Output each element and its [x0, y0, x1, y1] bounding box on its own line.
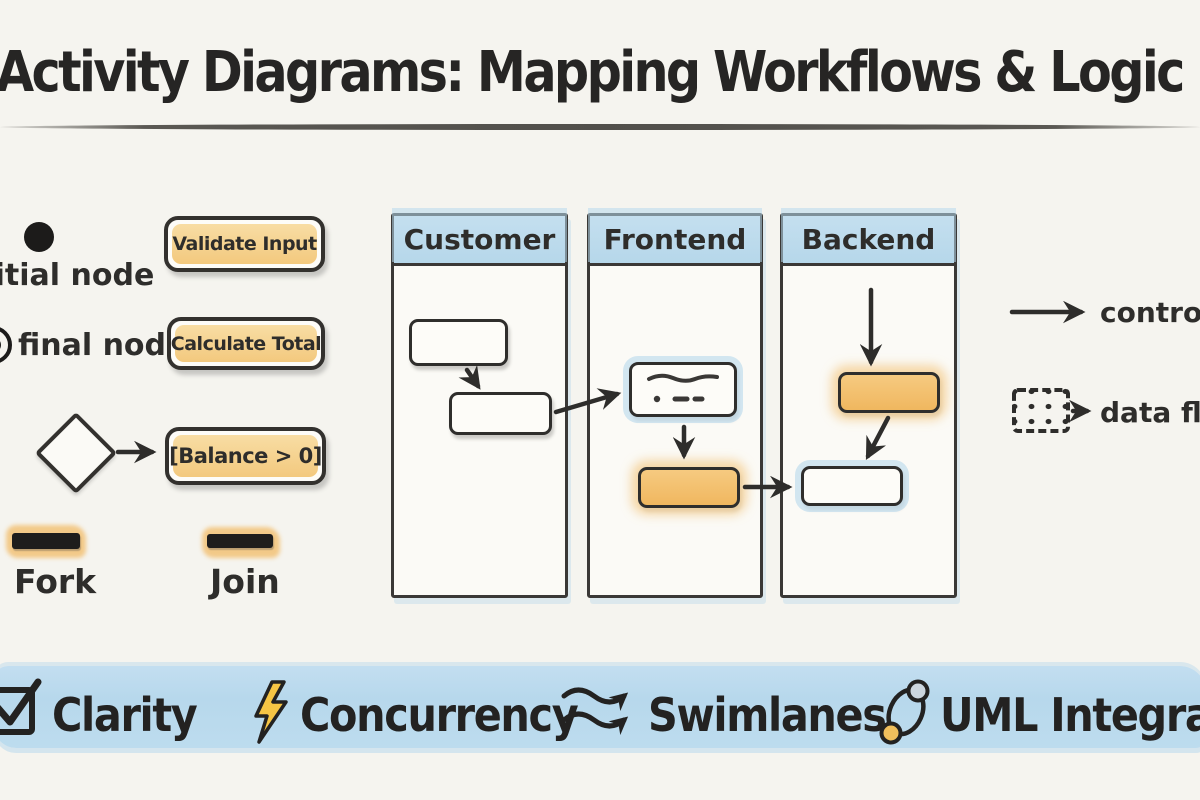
title-underline — [0, 124, 1200, 130]
lightning-icon — [246, 680, 294, 744]
uml-icon — [878, 678, 936, 746]
join-label: Join — [210, 562, 280, 601]
footer-item-swimlanes: Swimlanes — [648, 688, 887, 742]
guard-condition-label: [Balance > 0] — [169, 435, 322, 477]
scribble-text-icon — [647, 373, 719, 402]
footer-highlight-band — [0, 666, 1200, 748]
frontend-object-node — [629, 362, 737, 417]
footer-item-clarity: Clarity — [52, 688, 198, 742]
control-flow-label: control flow — [1100, 296, 1200, 329]
swimlane-frontend-header: Frontend — [590, 216, 760, 266]
customer-action-node-2 — [449, 392, 552, 435]
action-node-calculate-total: Calculate Total — [167, 317, 325, 370]
guard-condition-node: [Balance > 0] — [165, 427, 326, 485]
backend-action-node-2 — [801, 466, 903, 506]
fork-bar-icon — [12, 533, 80, 549]
initial-node-label: initial node — [0, 258, 155, 293]
fork-label: Fork — [14, 562, 97, 601]
decision-diamond-icon — [34, 411, 118, 495]
customer-action-node-1 — [409, 319, 508, 366]
swimlanes-icon — [560, 684, 640, 736]
action-node-validate-input-label: Validate Input — [172, 224, 317, 264]
frontend-action-node — [638, 467, 740, 508]
initial-node-icon — [24, 222, 54, 252]
final-node-icon — [0, 326, 12, 364]
final-node-label: final node — [18, 328, 187, 363]
action-node-validate-input: Validate Input — [164, 216, 325, 272]
checkbox-icon — [0, 676, 54, 740]
swimlane-customer-header: Customer — [394, 216, 565, 266]
footer-item-concurrency: Concurrency — [300, 688, 579, 742]
join-bar-icon — [207, 534, 273, 548]
data-flow-object-icon — [1012, 388, 1070, 433]
action-node-calculate-total-label: Calculate Total — [171, 325, 322, 362]
page-title: Activity Diagrams: Mapping Workflows & L… — [0, 40, 1185, 105]
data-flow-label: data flow — [1100, 396, 1200, 429]
final-node-dot — [0, 337, 1, 353]
footer-item-uml-integration: UML Integration — [940, 688, 1200, 742]
swimlane-backend-header: Backend — [783, 216, 954, 266]
backend-action-node-1 — [838, 372, 940, 413]
